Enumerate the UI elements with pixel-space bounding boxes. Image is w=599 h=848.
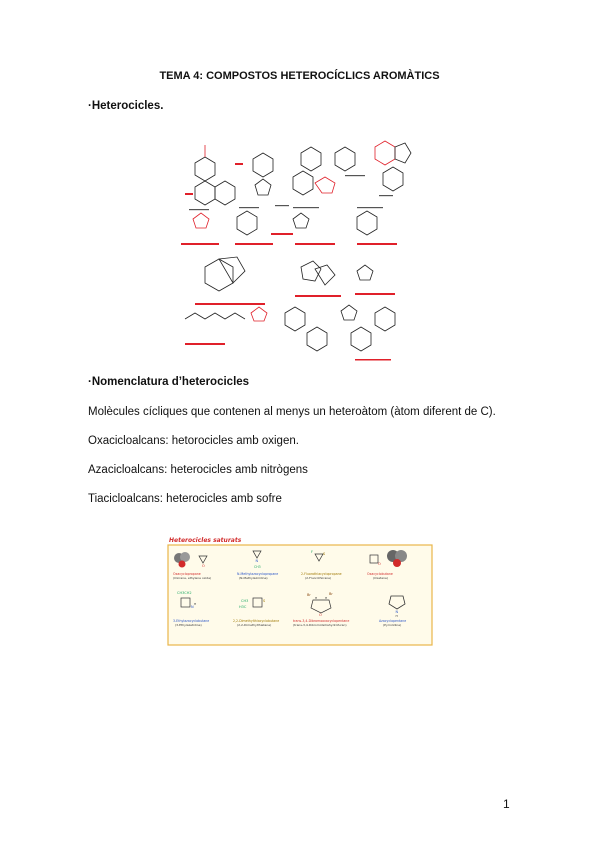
label-dibromooxacyclopentane: trans-3,4-Dibromooxacyclopentane (293, 619, 349, 623)
label-ethylazetidine: (3-Ethylazetidine) (175, 623, 202, 627)
page-number: 1 (503, 797, 510, 811)
section-heading-heterocicles: ·Heterocicles. (88, 100, 164, 112)
label-fluorothiirane: (2-Fluorothiirane) (305, 576, 331, 580)
label-dimethylthietane: (2,2-Dimethylthietane) (237, 623, 271, 627)
oxetane-molecule: O (369, 550, 407, 567)
label-pyrrolidine: (Pyrrolidine) (383, 623, 401, 627)
ethylazetidine-molecule: CH3CH2 N H (177, 591, 196, 609)
figure2-title: Heterocicles saturats (169, 537, 242, 544)
label-azacyclopentane: Azacyclopentane (379, 619, 406, 623)
label-dibromotetrahydrofuran: (trans-3,4-Dibromotetrahydrofuran) (293, 623, 347, 627)
label-fluorothiacyclopropane: 2-Fluorothiacyclopropane (301, 572, 342, 576)
svg-text:CH3: CH3 (241, 599, 248, 603)
svg-text:N: N (396, 610, 399, 614)
label-oxacyclopropane: Oxacyclopropane (173, 572, 201, 576)
page-title: TEMA 4: COMPOSTOS HETEROCÍCLICS AROMÀTIC… (159, 70, 440, 82)
quinine-ring (194, 156, 216, 182)
label-oxirane: (Oxirane, ethylene oxide) (173, 576, 211, 580)
svg-text:N: N (256, 559, 259, 563)
section-heading-nomenclatura: ·Nomenclatura d’heterocicles (88, 376, 250, 388)
structures-drawing (181, 140, 412, 361)
svg-text:CH3: CH3 (254, 565, 261, 569)
svg-text:Br: Br (307, 593, 311, 597)
label-dimethylthiacyclobutane: 2,2-Dimethylthiacyclobutane (233, 619, 279, 623)
paragraph-tiacicloalcans: Tiacicloalcans: heterocicles amb sofre (88, 493, 282, 505)
saturated-heterocycles-figure: Heterocicles saturats O N CH3 F S O (167, 536, 433, 646)
dimethylthietane-molecule: H3C CH3 S (239, 597, 266, 609)
svg-text:H: H (396, 614, 398, 618)
svg-text:N: N (191, 605, 194, 609)
label-ethylazacyclobutane: 3-Ethylazacyclobutane (173, 619, 209, 623)
svg-text:H: H (325, 596, 327, 600)
svg-text:O: O (378, 562, 381, 566)
svg-text:H: H (315, 596, 317, 600)
svg-text:Br: Br (329, 592, 333, 596)
oxirane-molecule: O (174, 552, 208, 568)
heterocycles-structures-figure (175, 133, 425, 361)
svg-text:H3C: H3C (239, 605, 247, 609)
label-n-methylaziridine: (N-Methylaziridine) (239, 576, 268, 580)
fluorothiirane-molecule: F S (311, 550, 326, 562)
svg-text:S: S (263, 599, 266, 603)
svg-text:S: S (323, 552, 326, 556)
label-n-methylazacyclopropane: N-Methylazacyclopropane (237, 572, 278, 576)
figure2-frame (167, 544, 433, 646)
label-oxetane: (Oxetane) (373, 576, 388, 580)
svg-text:O: O (202, 564, 205, 568)
svg-text:CH3CH2: CH3CH2 (177, 591, 192, 595)
saturated-heterocycles-drawing: Heterocicles saturats O N CH3 F S O (167, 537, 433, 646)
paragraph-oxacicloalcans: Oxacicloalcans: hetorocicles amb oxigen. (88, 435, 299, 447)
n-methylaziridine-molecule: N CH3 (252, 550, 262, 569)
paragraph-definition: Molècules cícliques que contenen al meny… (88, 406, 496, 418)
paragraph-azacicloalcans: Azacicloalcans: heterocicles amb nitròge… (88, 464, 308, 476)
pyrrolidine-molecule: N H (388, 595, 406, 618)
dibromotetrahydrofuran-molecule: Br Br H H O (307, 592, 333, 617)
svg-text:H: H (194, 602, 196, 606)
label-oxacyclobutane: Oxacyclobutane (367, 572, 393, 576)
svg-text:F: F (311, 550, 313, 554)
svg-text:O: O (319, 613, 322, 617)
